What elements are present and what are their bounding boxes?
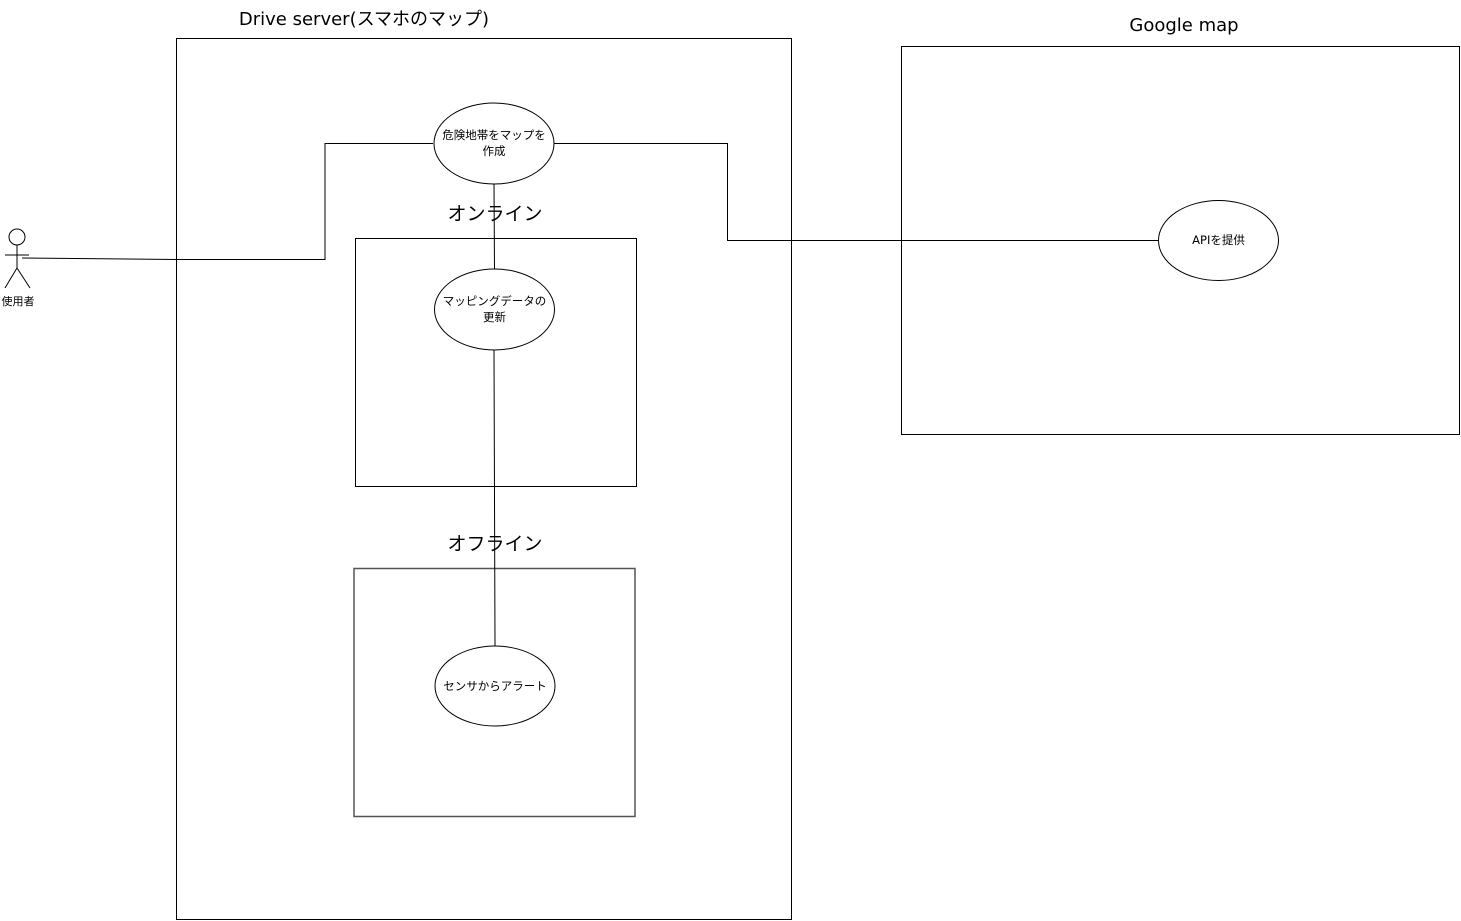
- use-case-provide-api[interactable]: APIを提供: [1158, 200, 1279, 281]
- create-map-to-update-line: [493, 183, 495, 271]
- use-case-create-hazard-map-line1: 危険地帯をマップを: [442, 128, 546, 142]
- use-case-sensor-alert[interactable]: センサからアラート: [434, 645, 556, 727]
- update-to-sensor-line: [493, 349, 496, 647]
- online-title: オンライン: [447, 203, 542, 225]
- use-case-update-mapping[interactable]: マッピングデータの 更新: [434, 268, 555, 351]
- actor-label: 使用者: [2, 295, 35, 308]
- use-case-update-mapping-line1: マッピングデータの: [443, 294, 547, 308]
- actor-to-create-map-line: [21, 143, 433, 260]
- actor-user[interactable]: 使用者: [2, 228, 35, 308]
- use-case-create-hazard-map[interactable]: 危険地帯をマップを 作成: [433, 102, 555, 185]
- use-case-create-hazard-map-line2: 作成: [483, 144, 506, 158]
- actor-head: [8, 228, 26, 246]
- use-case-sensor-alert-label: センサからアラート: [443, 679, 547, 693]
- create-map-to-api-line: [554, 143, 1159, 241]
- drive-server-title: Drive server(スマホのマップ): [239, 9, 489, 30]
- actor-left-leg: [4, 267, 18, 289]
- actor-right-leg: [16, 267, 31, 289]
- use-case-update-mapping-line2: 更新: [483, 310, 506, 324]
- google-map-title: Google map: [1129, 15, 1238, 36]
- use-case-provide-api-label: APIを提供: [1192, 233, 1245, 247]
